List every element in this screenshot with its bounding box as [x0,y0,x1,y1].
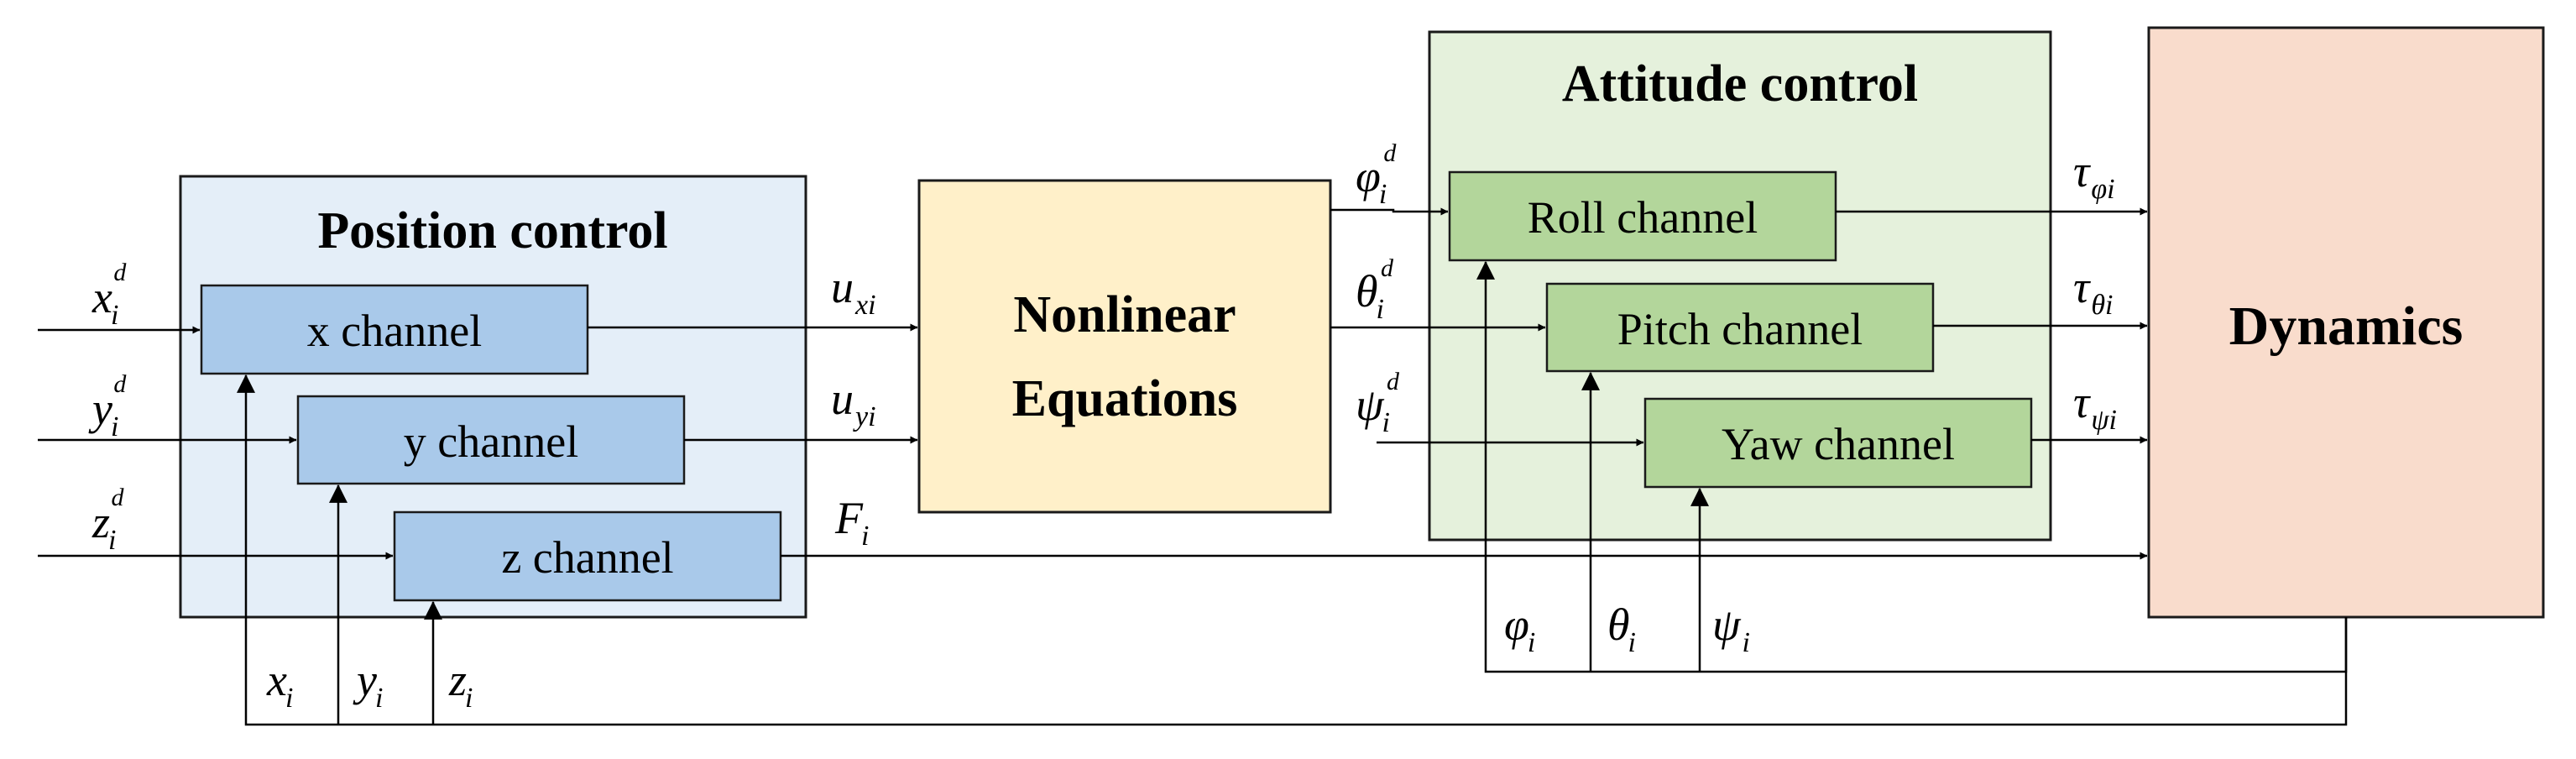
attitude-control-title: Attitude control [1562,55,1918,113]
zd-input-label: zid [91,484,124,556]
yd-input-label: yid [88,370,127,442]
uxi-label: uxi [831,262,876,321]
psid-label: ψid [1356,368,1400,438]
psi-feedback-label: ψi [1712,599,1750,658]
zi-feedback-label: zi [448,655,473,714]
pitch-channel-box [1545,282,1935,373]
x-channel-label: x channel [307,306,482,356]
phid-label: φid [1356,139,1397,210]
uyi-label: uyi [831,374,876,432]
x-channel-box [200,284,589,375]
tau-psi-label: τψi [2073,377,2117,436]
thetad-label: θid [1356,254,1394,325]
dynamics-label: Dynamics [2229,296,2464,357]
attitude-feedback-loop [1476,260,2348,673]
tau-theta-label: τθi [2073,262,2113,321]
phid-arrow [1330,207,1449,216]
roll-channel-box [1448,170,1837,262]
pitch-channel-label: Pitch channel [1617,304,1863,354]
nonlinear-equations-line2: Equations [1012,370,1238,427]
y-channel-label: y channel [404,416,578,467]
tau-phi-label: τφi [2073,146,2115,205]
fi-label: Fi [834,493,869,552]
roll-channel-label: Roll channel [1528,192,1758,243]
y-channel-box [296,395,686,485]
nonlinear-equations-block [917,179,1332,514]
position-control-title: Position control [317,202,667,259]
yaw-channel-box [1643,397,2033,489]
phi-feedback-label: φi [1504,599,1535,658]
yi-feedback-label: yi [353,655,383,714]
dynamics-block [2147,26,2545,619]
z-channel-label: z channel [501,532,673,583]
theta-feedback-label: θi [1607,599,1636,658]
z-channel-box [393,510,782,602]
xd-input-label: xid [91,259,127,331]
yaw-channel-label: Yaw channel [1722,419,1955,469]
nonlinear-equations-line1: Nonlinear [1013,286,1236,343]
xi-feedback-label: xi [266,655,293,714]
